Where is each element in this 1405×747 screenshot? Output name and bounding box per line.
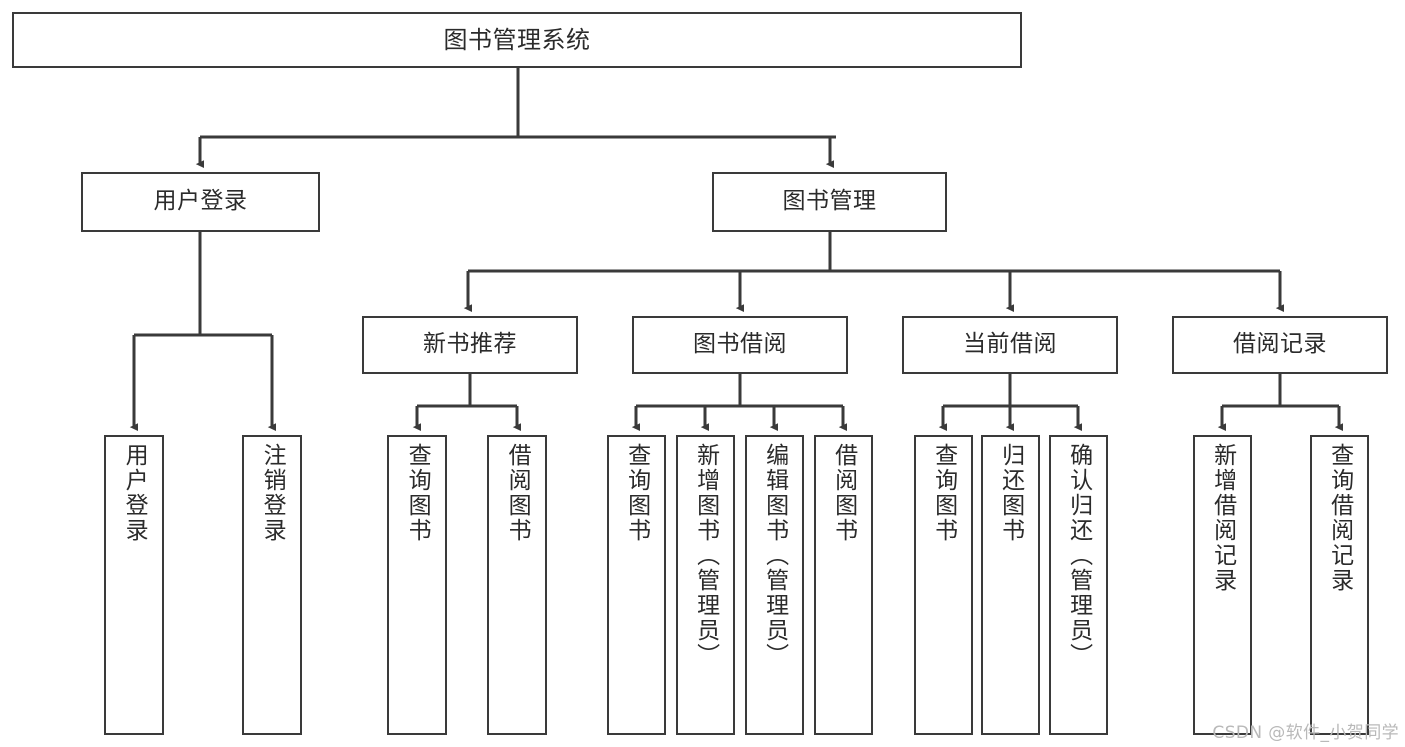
node-label: 归还图书: [997, 443, 1024, 543]
node-label: 查询图书: [623, 443, 650, 543]
leaf-user-login-signout[interactable]: 注销登录: [242, 435, 302, 735]
node-label: 图书借阅: [693, 331, 787, 358]
node-root-book-management-system[interactable]: 图书管理系统: [12, 12, 1022, 68]
node-label: 图书管理: [782, 188, 877, 215]
leaf-user-login-signin[interactable]: 用户登录: [104, 435, 164, 735]
leaf-records-query-record[interactable]: 查询借阅记录: [1310, 435, 1369, 735]
node-label: 查询图书: [404, 443, 431, 543]
node-label: 图书管理系统: [443, 25, 591, 54]
node-label: 查询借阅记录: [1326, 443, 1353, 593]
node-label: 编辑图书（管理员）: [761, 443, 788, 668]
node-label: 新书推荐: [423, 331, 517, 358]
leaf-borrow-add-book-admin[interactable]: 新增图书（管理员）: [676, 435, 735, 735]
leaf-current-confirm-return-admin[interactable]: 确认归还（管理员）: [1049, 435, 1108, 735]
node-label: 借阅图书: [504, 443, 531, 543]
leaf-records-add-record[interactable]: 新增借阅记录: [1193, 435, 1252, 735]
node-label: 借阅记录: [1233, 331, 1327, 358]
leaf-borrow-edit-book-admin[interactable]: 编辑图书（管理员）: [745, 435, 804, 735]
node-label: 注销登录: [259, 443, 286, 543]
node-label: 新增借阅记录: [1209, 443, 1236, 593]
leaf-new-book-query[interactable]: 查询图书: [387, 435, 447, 735]
leaf-current-return-book[interactable]: 归还图书: [981, 435, 1040, 735]
node-current-borrowing[interactable]: 当前借阅: [902, 316, 1118, 374]
node-label: 新增图书（管理员）: [692, 443, 719, 668]
leaf-borrow-query-book[interactable]: 查询图书: [607, 435, 666, 735]
node-book-management[interactable]: 图书管理: [712, 172, 947, 232]
node-label: 查询图书: [930, 443, 957, 543]
node-label: 当前借阅: [963, 331, 1057, 358]
leaf-borrow-borrow-book[interactable]: 借阅图书: [814, 435, 873, 735]
node-new-book-recommendation[interactable]: 新书推荐: [362, 316, 578, 374]
node-label: 确认归还（管理员）: [1065, 443, 1092, 668]
node-book-borrowing[interactable]: 图书借阅: [632, 316, 848, 374]
node-borrowing-records[interactable]: 借阅记录: [1172, 316, 1388, 374]
node-label: 用户登录: [121, 443, 148, 543]
node-user-login[interactable]: 用户登录: [81, 172, 320, 232]
node-label: 用户登录: [153, 188, 248, 215]
leaf-new-book-borrow[interactable]: 借阅图书: [487, 435, 547, 735]
leaf-current-query-book[interactable]: 查询图书: [914, 435, 973, 735]
node-label: 借阅图书: [830, 443, 857, 543]
